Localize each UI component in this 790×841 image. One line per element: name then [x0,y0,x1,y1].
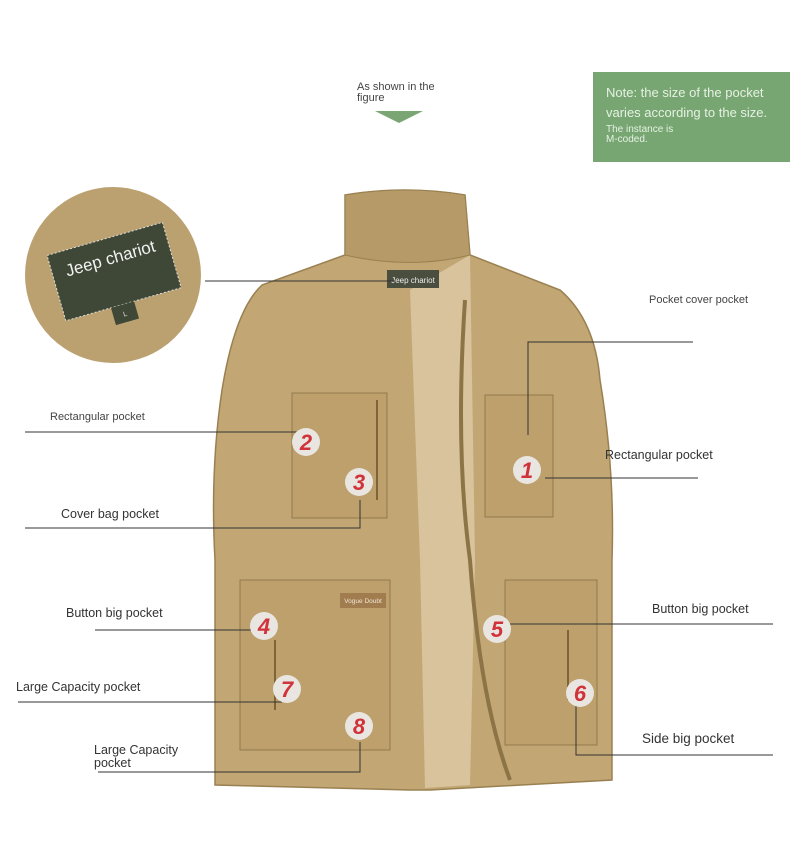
callout-button-right: Button big pocket [652,602,749,616]
callout-side-big: Side big pocket [642,731,735,746]
marker-5: 5 [491,617,504,642]
collar [344,189,471,263]
marker-3: 3 [353,470,365,495]
callout-button-left: Button big pocket [66,606,163,620]
marker-1-circle [513,456,541,484]
note-sub: The instance is M-coded. [606,124,674,145]
marker-7: 7 [281,677,295,702]
chest-badge-text: Vogue Doubt [344,598,382,605]
callout-large-left: Large Capacity pocket [16,680,141,694]
marker-8: 8 [353,714,366,739]
chest-badge [340,593,386,608]
marker-2-circle [292,428,320,456]
collar-label-text: Jeep chariot [391,276,435,285]
down-arrow-icon [375,111,423,123]
marker-5-circle [483,615,511,643]
callout-cover-bag: Cover bag pocket [61,507,159,521]
marker-7-circle [273,675,301,703]
marker-1: 1 [521,458,533,483]
leader-lines [18,280,773,773]
marker-6: 6 [574,681,587,706]
callout-rect-right: Rectangular pocket [605,448,713,462]
marker-4-circle [250,612,278,640]
note-main: Note: the size of the pocket varies acco… [606,85,768,120]
size-note: Note: the size of the pocket varies acco… [593,72,790,162]
pocket-1 [484,394,554,518]
marker-8-circle [345,712,373,740]
hint-text: As shown in the figure [357,81,435,104]
marker-4: 4 [257,614,270,639]
brand-tag: Jeep chariot L [46,221,182,326]
zipper [459,299,512,781]
vest-lining [410,255,475,788]
callout-rect-left: Rectangular pocket [50,411,145,423]
callout-pocket-cover: Pocket cover pocket [649,294,749,306]
marker-2: 2 [299,430,313,455]
callout-large-bottom: Large Capacity pocket [94,743,179,770]
collar-label [387,270,439,288]
marker-6-circle [566,679,594,707]
size-tag-text: L [123,311,129,319]
pocket-5-6 [504,579,598,746]
marker-3-circle [345,468,373,496]
